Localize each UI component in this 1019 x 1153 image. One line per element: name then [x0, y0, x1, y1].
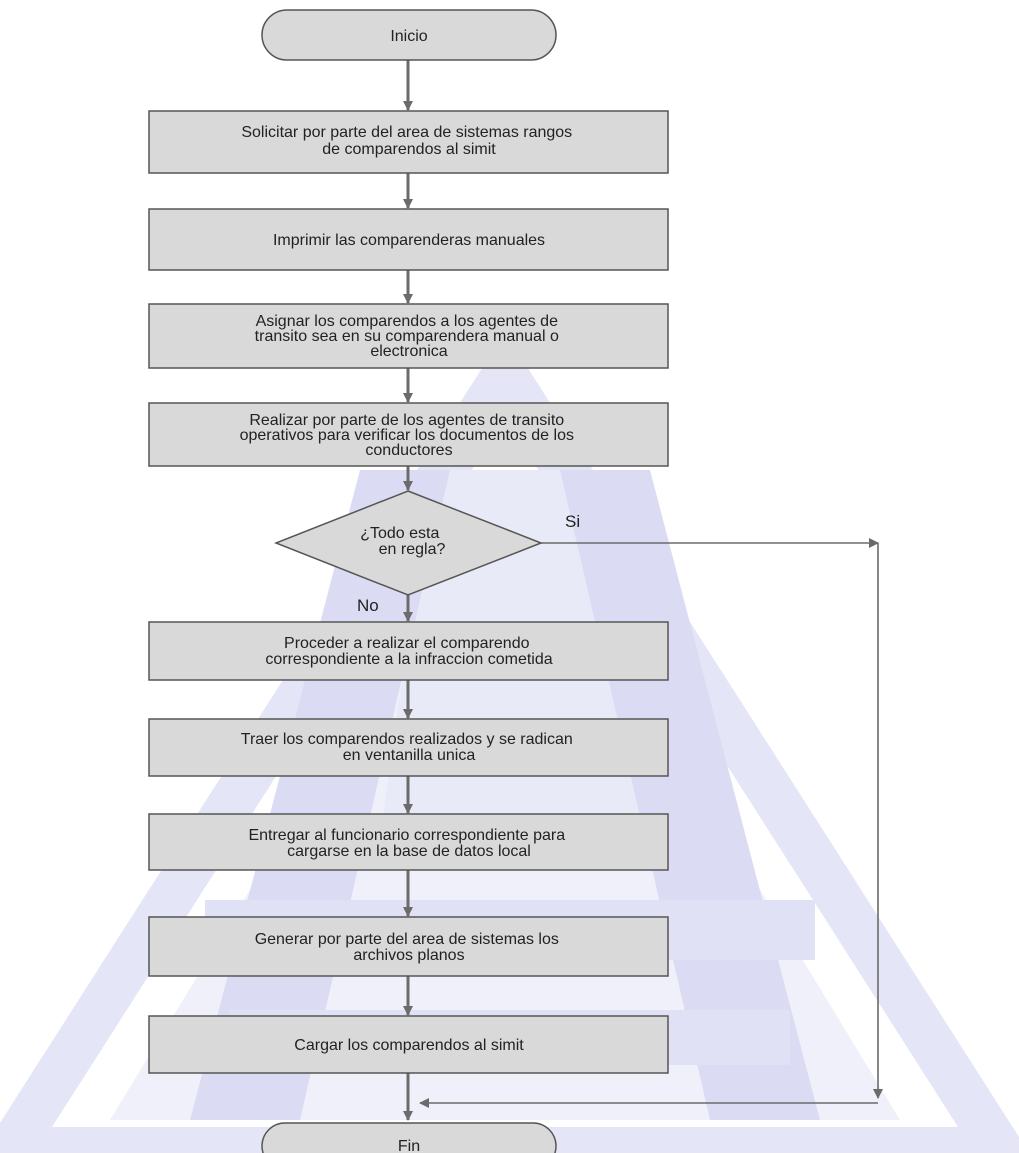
step9-label: Cargar los comparendos al simit — [294, 1037, 524, 1054]
node-labels: Inicio Solicitar por parte del area de s… — [240, 28, 579, 1153]
start-terminator — [261, 9, 557, 61]
step1-process — [148, 110, 669, 174]
decision-label: ¿Todo esta en regla? — [360, 525, 445, 558]
end-terminator — [261, 1122, 557, 1153]
step3-label: Asignar los comparendos a los agentes de… — [255, 313, 564, 360]
step4-label: Realizar por parte de los agentes de tra… — [240, 412, 579, 459]
step4-process — [148, 402, 669, 467]
decision-diamond — [273, 490, 544, 596]
step7-process — [148, 813, 669, 871]
step2-process — [148, 208, 669, 271]
step8-process — [148, 916, 669, 977]
step9-process — [148, 1015, 669, 1074]
step6-process — [148, 718, 669, 777]
start-label: Inicio — [390, 28, 427, 45]
end-label: Fin — [398, 1138, 420, 1153]
step5-process — [148, 621, 669, 681]
no-branch-label: No — [357, 596, 379, 615]
step6-label: Traer los comparendos realizados y se ra… — [241, 731, 577, 764]
step7-label: Entregar al funcionario correspondiente … — [248, 827, 569, 860]
yes-branch-label: Si — [565, 512, 580, 531]
step2-label: Imprimir las comparenderas manuales — [273, 232, 545, 249]
nodes — [148, 9, 669, 1153]
step5-label: Proceder a realizar el comparendo corres… — [265, 635, 552, 668]
step8-label: Generar por parte del area de sistemas l… — [255, 931, 564, 964]
step3-process — [148, 303, 669, 369]
step1-label: Solicitar por parte del area de sistemas… — [241, 124, 576, 158]
connector-yes-branch — [419, 538, 883, 1108]
